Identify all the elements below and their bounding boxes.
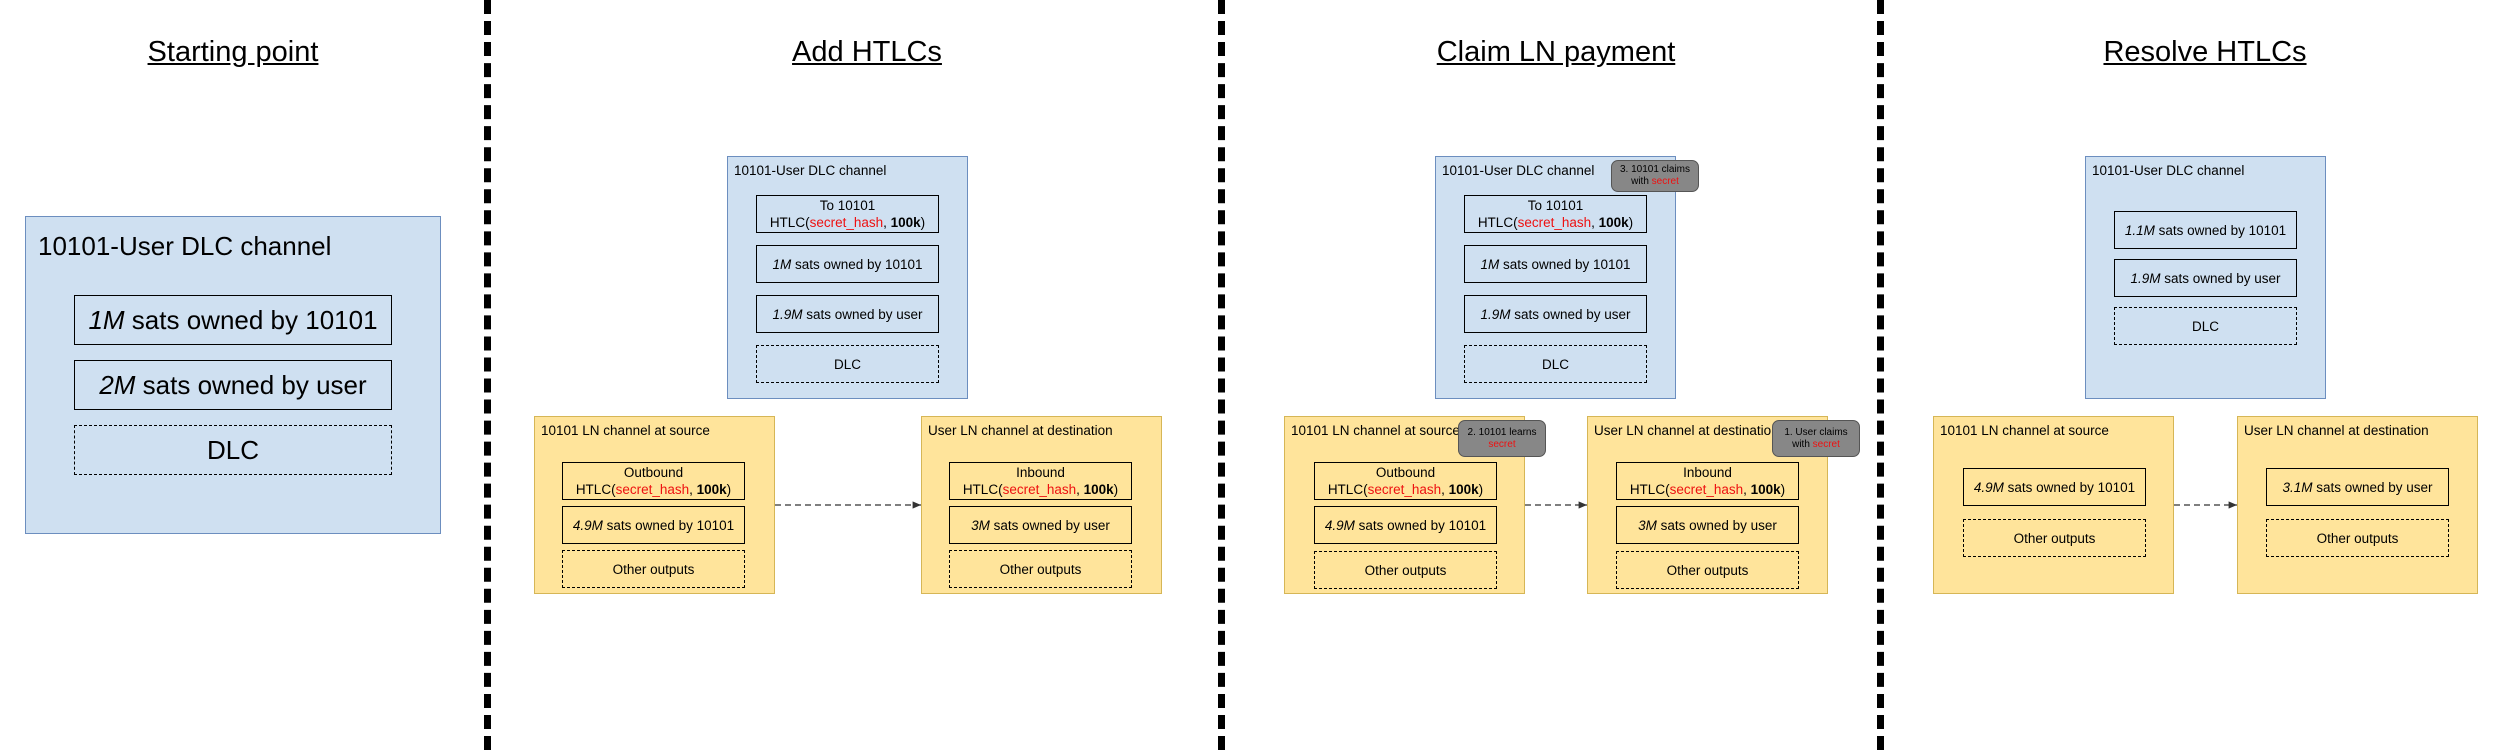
output-other: Other outputs <box>949 550 1132 588</box>
channel-title: 10101 LN channel at source <box>1940 423 2109 438</box>
output-owned-by-user: 3M sats owned by user <box>1616 506 1799 544</box>
channel-title: 10101 LN channel at source <box>541 423 710 438</box>
channel-title: User LN channel at destination <box>1594 423 1779 438</box>
output-owned-by-user: 2M sats owned by user <box>74 360 392 410</box>
output-other: Other outputs <box>2266 519 2449 557</box>
output-owned-by-user: 1.9M sats owned by user <box>2114 259 2297 297</box>
output-owned-by-user: 3M sats owned by user <box>949 506 1132 544</box>
output-owned-by-user: 3.1M sats owned by user <box>2266 468 2449 506</box>
section-heading-claim-ln-payment: Claim LN payment <box>1436 36 1676 68</box>
output-dlc: DLC <box>756 345 939 383</box>
output-dlc: DLC <box>2114 307 2297 345</box>
output-dlc: DLC <box>1464 345 1647 383</box>
output-owned-by-10101: 1M sats owned by 10101 <box>74 295 392 345</box>
section-divider <box>484 0 491 750</box>
output-owned-by-10101: 1.1M sats owned by 10101 <box>2114 211 2297 249</box>
output-dlc: DLC <box>74 425 392 475</box>
step-note-10101-learns: 2. 10101 learns secret <box>1458 420 1546 457</box>
ln-channel-destination-box: User LN channel at destination 3.1M sats… <box>2237 416 2478 594</box>
step-note-10101-claims: 3. 10101 claims with secret <box>1611 160 1699 192</box>
channel-title: 10101-User DLC channel <box>734 163 887 178</box>
output-owned-by-10101: 4.9M sats owned by 10101 <box>1963 468 2146 506</box>
output-owned-by-10101: 4.9M sats owned by 10101 <box>562 506 745 544</box>
ln-channel-source-box: 10101 LN channel at source 4.9M sats own… <box>1933 416 2174 594</box>
output-owned-by-10101: 1M sats owned by 10101 <box>1464 245 1647 283</box>
section-divider <box>1218 0 1225 750</box>
step-note-user-claims: 1. User claims with secret <box>1772 420 1860 457</box>
output-other: Other outputs <box>1616 551 1799 589</box>
channel-title: User LN channel at destination <box>2244 423 2429 438</box>
channel-title: 10101-User DLC channel <box>2092 163 2245 178</box>
dlc-channel-box: 10101-User DLC channel 1.1M sats owned b… <box>2085 156 2326 399</box>
channel-title: 10101-User DLC channel <box>1442 163 1595 178</box>
section-heading-resolve-htlcs: Resolve HTLCs <box>2103 36 2307 68</box>
output-other: Other outputs <box>562 550 745 588</box>
output-owned-by-10101: 4.9M sats owned by 10101 <box>1314 506 1497 544</box>
output-owned-by-user: 1.9M sats owned by user <box>756 295 939 333</box>
section-divider <box>1877 0 1884 750</box>
output-other: Other outputs <box>1963 519 2146 557</box>
channel-title: User LN channel at destination <box>928 423 1113 438</box>
output-owned-by-10101: 1M sats owned by 10101 <box>756 245 939 283</box>
channel-title: 10101-User DLC channel <box>38 231 332 261</box>
section-heading-starting-point: Starting point <box>147 36 319 68</box>
output-other: Other outputs <box>1314 551 1497 589</box>
section-heading-add-htlcs: Add HTLCs <box>792 36 942 68</box>
dlc-channel-box: 10101-User DLC channel 1M sats owned by … <box>25 216 441 534</box>
channel-title: 10101 LN channel at source <box>1291 423 1460 438</box>
output-owned-by-user: 1.9M sats owned by user <box>1464 295 1647 333</box>
